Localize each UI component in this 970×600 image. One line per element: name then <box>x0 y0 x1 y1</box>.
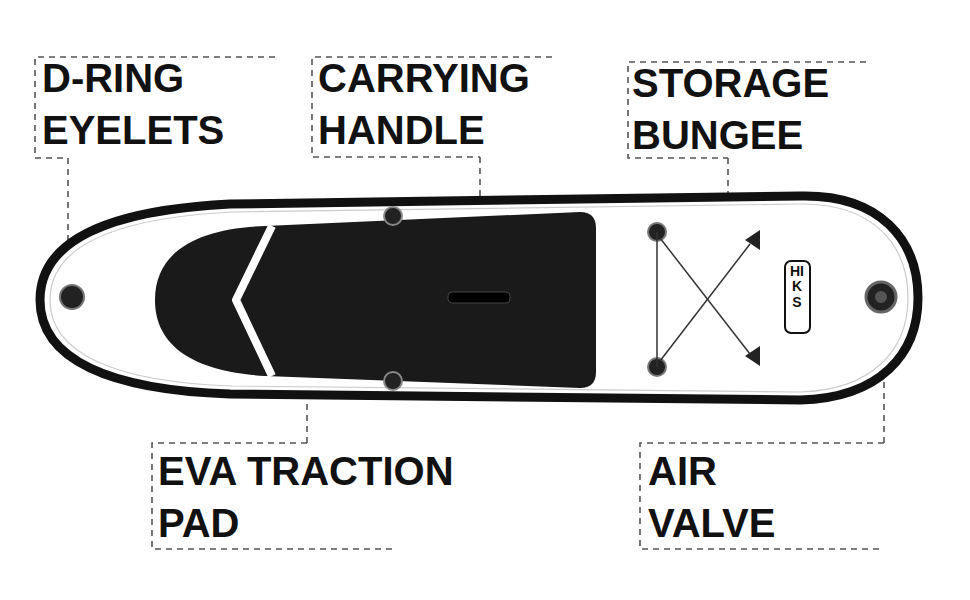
callout-label: EVA TRACTION PAD <box>158 445 503 549</box>
board-outline <box>40 196 918 400</box>
air-valve-core <box>875 291 887 303</box>
board-seam <box>50 204 908 392</box>
callout-label: CARRYING HANDLE <box>318 52 580 156</box>
carrying-handle <box>448 292 510 303</box>
brand-logo: HIKS <box>790 264 804 310</box>
storage-bungee <box>657 232 750 367</box>
handle-mount <box>384 372 402 390</box>
logo-badge <box>785 261 810 333</box>
callout-label: STORAGE BUNGEE <box>632 57 932 161</box>
d-ring <box>60 285 84 309</box>
pad-chevron <box>236 226 272 376</box>
callout-label: D-RING EYELETS <box>42 52 272 156</box>
bungee-anchor <box>745 346 760 366</box>
handle-mount <box>384 207 402 225</box>
traction-pad <box>155 212 596 388</box>
callout-label: AIR VALVE <box>648 445 818 549</box>
air-valve <box>866 282 896 312</box>
callout-frame <box>640 443 884 549</box>
